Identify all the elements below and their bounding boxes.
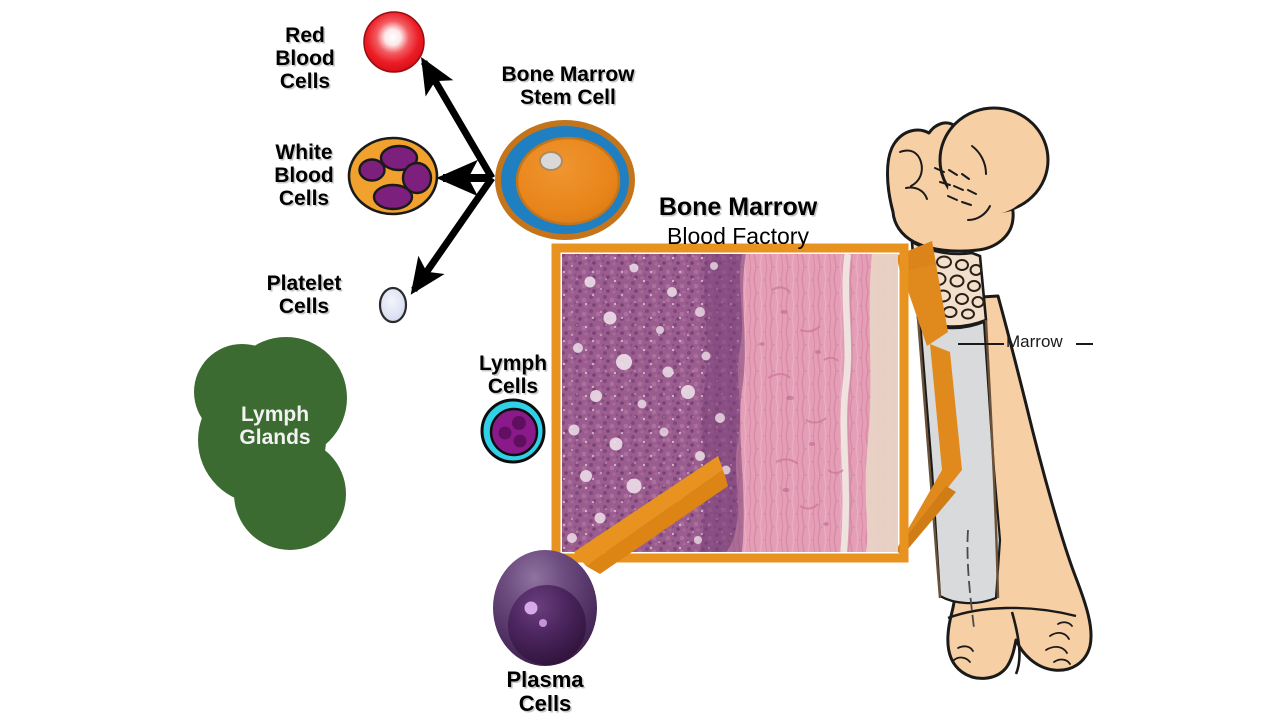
label-marrow-callout: Marrow [1006,332,1063,351]
bone-marrow-histology-panel [551,243,909,563]
white-blood-cell [347,136,439,216]
heading-bone-marrow: Bone Marrow [658,193,818,221]
plasma-cell [493,550,597,666]
red-blood-cell [363,11,425,73]
subheading-blood-factory: Blood Factory [667,223,809,249]
lymph-cell-nucleus-lobes [498,416,527,448]
stem-cell-body [515,136,621,226]
histology-image [562,254,898,552]
lymph-cell [480,398,546,464]
stem-cell-nucleolus [539,151,563,171]
lymph-cell-nucleus [489,407,539,457]
label-red-blood-cells: Red Blood Cells [275,24,335,94]
femur-contour-lines [899,145,991,221]
callout-ray-bottom [896,344,962,550]
label-lymph-cells: Lymph Cells [478,352,548,399]
label-plasma-cells: Plasma Cells [506,667,584,717]
bone-marrow-stem-cell [495,120,635,240]
plasma-cell-pointer-cone [574,456,728,574]
platelet-cell [378,286,408,324]
femur-condyle-detail [953,621,1073,665]
stem-cell-differentiation-arrows [410,56,496,295]
plasma-cell-vacuole-small [539,619,547,627]
femur-epiphyseal-line [947,606,1077,620]
label-lymph-glands: Lymph Glands [239,403,311,450]
label-bone-marrow-stem-cell: Bone Marrow Stem Cell [501,63,635,110]
lymph-glands [194,337,347,550]
femur-shaft-inner-line [966,529,975,629]
histology-outer-margin [865,254,898,552]
cortical-wall-lines [916,317,1000,599]
femoral-neck [948,123,1035,215]
label-white-blood-cells: White Blood Cells [274,141,334,211]
arrow-to-platelet-cell [410,175,495,295]
histology-periosteum-cleft [840,254,852,552]
histology-canal-dots [759,310,829,526]
femur-condyle-split [1010,611,1021,675]
wbc-nucleus-lobes [358,144,433,211]
plasma-cell-nucleus [508,585,586,665]
callout-ray-bottom-lower [896,486,956,556]
plasma-cell-vacuole-large [524,601,538,615]
histology-frame [551,243,909,563]
histology-canals [767,286,844,510]
label-platelet-cells: Platelet Cells [266,272,342,319]
arrow-to-red-blood-cell [420,56,496,180]
histology-lacunae [567,262,731,544]
